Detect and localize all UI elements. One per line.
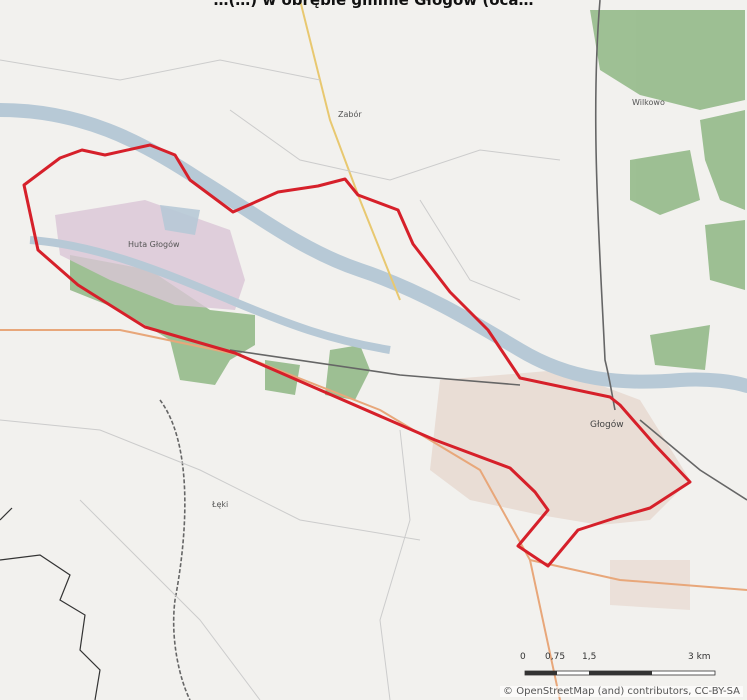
map-attribution[interactable]: © OpenStreetMap (and) contributors, CC-B… [500, 686, 743, 697]
scale-tick: 1,5 [582, 652, 597, 662]
forest-area-w [70, 255, 255, 385]
railways [159, 0, 747, 700]
railway-north [594, 0, 616, 411]
minor-roads [0, 59, 561, 700]
railway-center [229, 349, 521, 386]
scale-tick: 0 [520, 652, 526, 662]
river-odra [0, 103, 747, 393]
forest-area-c [325, 345, 370, 400]
forest-area-se [650, 325, 710, 370]
label-huta: Huta Głogów [128, 240, 180, 249]
label-wilkow: Wilkowo [632, 98, 665, 107]
scale-bar-graphic [524, 670, 716, 676]
admin-boundary-sw [0, 554, 101, 700]
label-leki: Łęki [212, 500, 229, 509]
railway-east [639, 419, 747, 501]
forest-area-e [700, 110, 745, 210]
river-branch [29, 236, 391, 354]
map-caption: …(…) w obrębie gminie Głogów (oca… [213, 0, 534, 9]
forest-area-ne [590, 10, 745, 110]
railway-sw [159, 399, 191, 700]
label-glogow: Głogów [590, 420, 624, 430]
study-area-boundary[interactable] [22, 143, 692, 568]
forest-areas [70, 10, 745, 400]
scale-tick: 3 km [688, 652, 711, 662]
admin-boundary-w [0, 507, 13, 521]
scale-bar: 0 0,75 1,5 3 km [520, 652, 720, 682]
urban-area-s [610, 560, 690, 610]
road-north [299, 0, 401, 301]
industrial-pond [160, 205, 200, 235]
scale-tick: 0,75 [545, 652, 566, 662]
label-zabor: Zabór [338, 110, 362, 119]
forest-area-e2 [630, 150, 700, 215]
road-south-east [529, 559, 747, 591]
forest-area-e3 [705, 220, 745, 290]
